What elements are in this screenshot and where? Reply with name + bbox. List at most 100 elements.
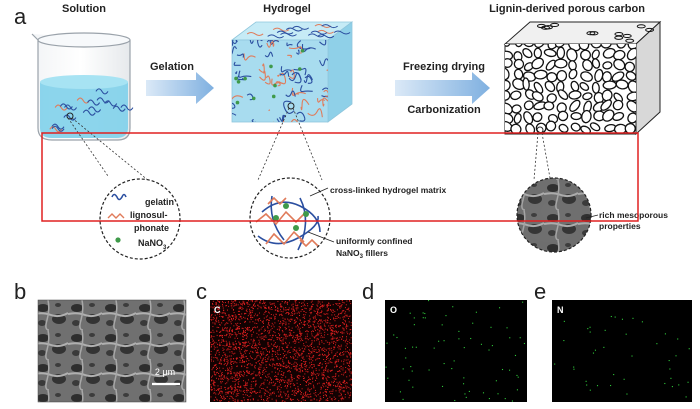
eds-dot [232,343,234,345]
eds-dot [268,312,270,314]
eds-dot [287,390,289,392]
eds-dot [259,356,261,358]
eds-dot [213,383,215,385]
eds-dot [589,331,591,333]
eds-dot [326,328,328,330]
eds-dot [301,370,303,372]
pore-cell [622,33,632,39]
eds-dot [309,353,311,355]
eds-dot [242,335,244,337]
eds-dot [310,325,312,327]
eds-dot [284,400,286,402]
eds-dot [249,317,251,319]
eds-dot [221,374,223,376]
network-strand [317,29,334,34]
eds-dot [218,320,220,322]
eds-dot [268,373,270,375]
eds-dot [256,355,258,357]
eds-dot [306,330,308,332]
eds-dot [249,352,251,354]
eds-dot [273,302,275,304]
eds-dot [295,326,297,328]
eds-dot [337,331,339,333]
eds-dot [220,374,222,376]
eds-dot [287,371,289,373]
eds-dot [342,381,344,383]
eds-dot [252,391,254,393]
eds-dot [215,307,217,309]
eds-dot [233,305,235,307]
eds-dot [313,366,315,368]
annotation-crosslinked: cross-linked hydrogel matrix [330,185,446,195]
eds-dot [223,329,225,331]
eds-dot [278,349,280,351]
pore-cell [626,100,636,113]
eds-dot [664,382,666,385]
network-strand [276,114,285,122]
eds-dot [309,390,311,392]
eds-dot [346,350,348,352]
eds-dot [223,395,225,397]
eds-dot [279,323,281,325]
eds-dot [315,392,317,394]
eds-dot [283,365,285,367]
eds-dot [224,387,226,389]
eds-dot [258,370,260,372]
eds-dot [319,398,321,400]
eds-dot [262,399,264,401]
eds-dot [265,304,267,306]
lignosulphonate-icon [107,213,125,219]
eds-dot [214,392,216,394]
eds-dot [312,377,314,379]
eds-dot [277,310,279,312]
eds-dot [314,389,316,391]
eds-dot [227,355,229,357]
eds-dot [310,351,312,353]
eds-dot [227,362,229,364]
legend-lignosulphonate-2: phonate [134,223,169,233]
eds-dot [292,307,294,309]
eds-dot [212,366,214,368]
network-strand [307,108,323,118]
eds-dot [262,362,264,364]
eds-dot [347,393,349,395]
eds-dot [346,362,348,364]
eds-dot [265,390,267,392]
eds-dot [231,352,233,354]
eds-dot [246,394,248,396]
eds-dot [226,359,228,361]
eds-dot [267,345,269,347]
eds-dot [316,313,318,315]
pore-cell [505,44,511,47]
eds-dot [338,400,340,402]
eds-dot [319,391,321,393]
eds-dot [220,386,222,388]
eds-dot [252,351,254,353]
eds-dot [213,348,215,350]
eds-dot [285,395,287,397]
hydrogel-block [230,21,354,123]
eds-dot [342,318,344,320]
eds-dot [312,356,314,358]
eds-dot [228,369,230,371]
eds-dot [267,330,269,332]
eds-dot [269,335,271,337]
eds-dot [223,376,225,378]
eds-dot [219,375,221,377]
eds-dot [297,391,299,393]
eds-dot [231,367,233,369]
eds-dot [296,317,298,319]
matrix-strand [265,230,305,246]
eds-dot [245,389,247,391]
eds-dot [287,335,289,337]
eds-dot [243,329,245,331]
eds-dot [252,399,254,401]
eds-dot [289,320,291,322]
pore-cell [533,47,543,59]
eds-dot [273,345,275,347]
eds-dot [311,305,313,307]
eds-dot [234,347,236,349]
eds-dot [243,399,245,401]
eds-dot [239,316,241,318]
eds-dot [243,356,245,358]
